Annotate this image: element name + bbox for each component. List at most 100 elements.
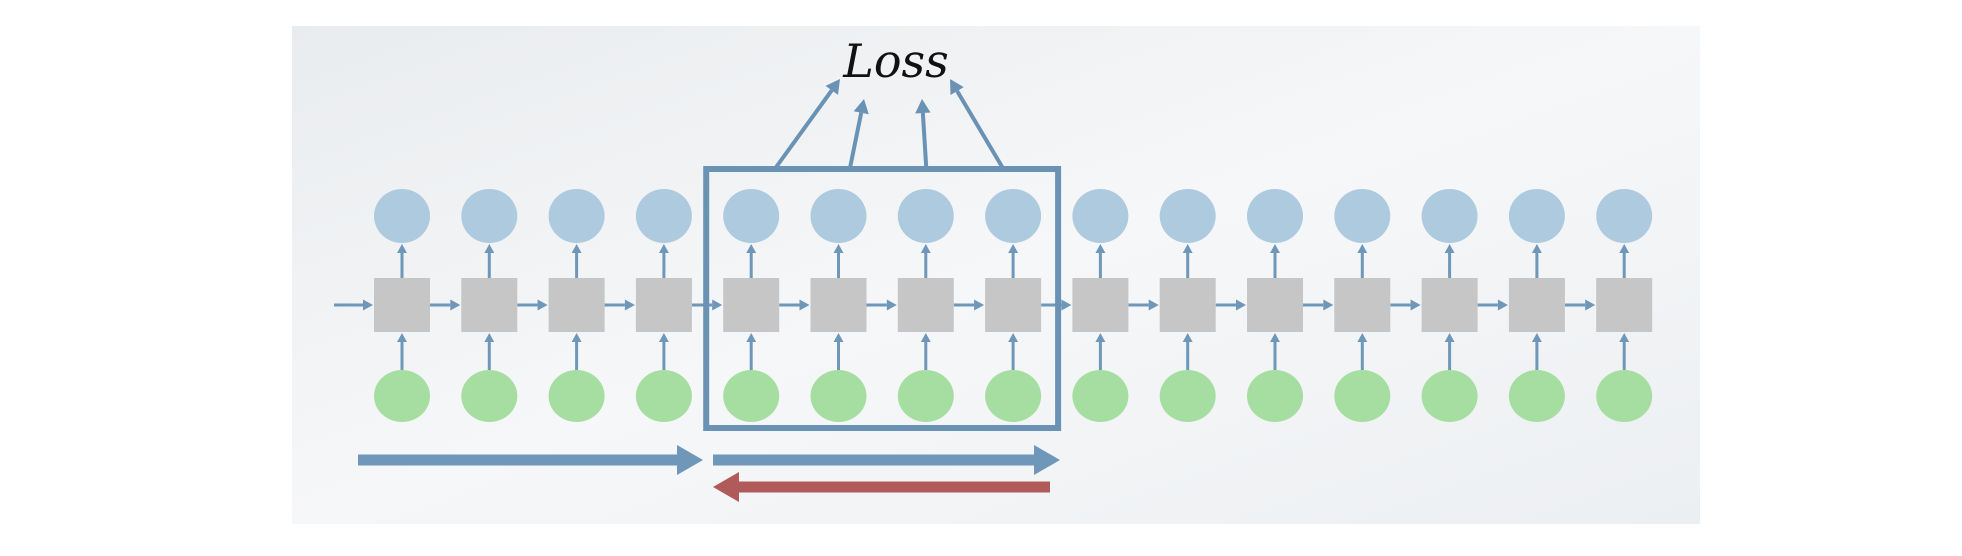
cell-to-output-arrow bbox=[1270, 244, 1280, 278]
input-to-cell-arrow bbox=[833, 333, 844, 370]
forward-pass-arrow-history bbox=[358, 445, 703, 475]
loss-label: Loss bbox=[842, 34, 948, 88]
input-to-cell-arrow bbox=[397, 333, 407, 370]
hidden-cell bbox=[461, 278, 518, 332]
cell-to-output-arrow bbox=[658, 244, 669, 278]
recurrent-arrow bbox=[1477, 299, 1508, 311]
cell-to-output-arrow bbox=[746, 244, 757, 278]
output-node bbox=[1247, 189, 1303, 243]
pass-arrows-layer bbox=[358, 445, 1060, 502]
output-node bbox=[1508, 189, 1565, 243]
output-node bbox=[635, 189, 692, 243]
output-node bbox=[548, 189, 605, 243]
input-node bbox=[1421, 370, 1478, 422]
recurrent-arrow bbox=[517, 299, 548, 311]
diagram-panel bbox=[292, 26, 1700, 524]
input-to-cell-arrow bbox=[1444, 333, 1455, 370]
hidden-cell bbox=[1334, 278, 1391, 332]
input-node bbox=[374, 370, 430, 422]
hidden-cell bbox=[897, 278, 954, 332]
hidden-cell bbox=[1508, 278, 1565, 332]
hidden-cell bbox=[1072, 278, 1129, 332]
recurrent-arrow-entry bbox=[334, 299, 373, 311]
output-node bbox=[1596, 189, 1653, 243]
hidden-cell bbox=[1596, 278, 1653, 332]
hidden-cell bbox=[1247, 278, 1303, 332]
recurrent-arrow bbox=[1564, 299, 1596, 311]
input-node bbox=[723, 370, 780, 422]
input-to-cell-arrow bbox=[1270, 333, 1280, 370]
recurrent-arrow bbox=[1390, 299, 1421, 311]
input-to-cell-arrow bbox=[1008, 333, 1019, 370]
recurrent-arrow bbox=[604, 299, 635, 311]
input-node bbox=[1508, 370, 1565, 422]
loss-arrow bbox=[774, 79, 840, 169]
recurrent-arrow bbox=[1215, 299, 1246, 311]
cell-to-output-arrow bbox=[1357, 244, 1368, 278]
input-node bbox=[897, 370, 954, 422]
loss-arrow bbox=[950, 79, 1004, 169]
truncation-window-layer bbox=[703, 79, 1062, 431]
cell-to-output-arrow bbox=[571, 244, 582, 278]
output-node bbox=[1421, 189, 1478, 243]
input-to-cell-arrow bbox=[484, 333, 495, 370]
input-node bbox=[1159, 370, 1216, 422]
loss-arrow bbox=[915, 99, 931, 168]
output-node bbox=[374, 189, 430, 243]
hidden-cell bbox=[810, 278, 867, 332]
input-to-cell-arrow bbox=[1531, 333, 1542, 370]
hidden-cell bbox=[635, 278, 692, 332]
hidden-cell bbox=[374, 278, 430, 332]
input-node bbox=[1334, 370, 1391, 422]
output-node bbox=[810, 189, 867, 243]
recurrent-arrow bbox=[1303, 299, 1334, 311]
cell-to-output-arrow bbox=[1619, 244, 1630, 278]
output-node bbox=[1334, 189, 1391, 243]
recurrent-arrow bbox=[866, 299, 897, 311]
output-node bbox=[1072, 189, 1129, 243]
input-node bbox=[1247, 370, 1303, 422]
input-node bbox=[1072, 370, 1129, 422]
input-node bbox=[810, 370, 867, 422]
cell-to-output-arrow bbox=[484, 244, 495, 278]
hidden-cell bbox=[548, 278, 605, 332]
forward-pass-arrow-window bbox=[713, 445, 1060, 475]
output-node bbox=[1159, 189, 1216, 243]
cell-to-output-arrow bbox=[833, 244, 844, 278]
input-to-cell-arrow bbox=[1182, 333, 1193, 370]
recurrent-arrow bbox=[953, 299, 985, 311]
hidden-cell bbox=[985, 278, 1042, 332]
input-to-cell-arrow bbox=[1095, 333, 1106, 370]
input-node bbox=[985, 370, 1042, 422]
input-to-cell-arrow bbox=[746, 333, 757, 370]
input-to-cell-arrow bbox=[1357, 333, 1368, 370]
truncation-window-box bbox=[703, 166, 1062, 431]
loss-arrow bbox=[848, 99, 869, 168]
input-to-cell-arrow bbox=[1619, 333, 1630, 370]
cell-to-output-arrow bbox=[1531, 244, 1542, 278]
node-layer bbox=[374, 189, 1653, 422]
hidden-cell bbox=[1421, 278, 1478, 332]
recurrent-arrow bbox=[1128, 299, 1159, 311]
cell-to-output-arrow bbox=[1182, 244, 1193, 278]
input-to-cell-arrow bbox=[920, 333, 931, 370]
output-node bbox=[461, 189, 518, 243]
connector-layer bbox=[334, 244, 1630, 370]
input-node bbox=[1596, 370, 1653, 422]
cell-to-output-arrow bbox=[397, 244, 407, 278]
hidden-cell bbox=[1159, 278, 1216, 332]
input-node bbox=[548, 370, 605, 422]
recurrent-arrow bbox=[779, 299, 810, 311]
hidden-cell bbox=[723, 278, 780, 332]
cell-to-output-arrow bbox=[1444, 244, 1455, 278]
cell-to-output-arrow bbox=[1095, 244, 1106, 278]
output-node bbox=[723, 189, 780, 243]
recurrent-arrow bbox=[430, 299, 461, 311]
input-to-cell-arrow bbox=[658, 333, 669, 370]
cell-to-output-arrow bbox=[920, 244, 931, 278]
input-node bbox=[461, 370, 518, 422]
cell-to-output-arrow bbox=[1008, 244, 1019, 278]
input-to-cell-arrow bbox=[571, 333, 582, 370]
output-node bbox=[985, 189, 1042, 243]
